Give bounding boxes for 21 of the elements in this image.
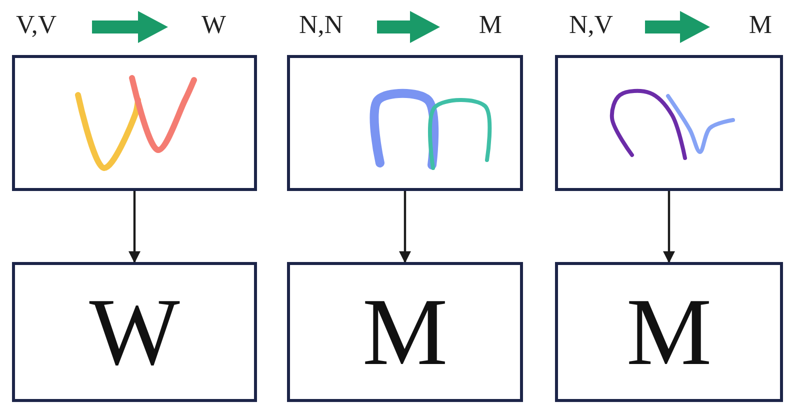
recognized-letter: M <box>626 284 712 380</box>
sketch-box <box>555 55 783 191</box>
arrow <box>663 191 675 264</box>
letter-label: N,V <box>569 8 645 42</box>
letter-label: N,N <box>299 8 377 42</box>
sketch-box <box>287 55 523 191</box>
letter-label: V,V <box>16 8 92 42</box>
transition-arrow <box>645 11 710 43</box>
sketch-box <box>12 55 257 191</box>
output-letter-box <box>555 262 783 402</box>
letter-label: M <box>710 8 772 42</box>
recognized-letter: W <box>89 284 180 380</box>
recognized-letter: M <box>362 284 448 380</box>
letter-label: W <box>168 8 226 42</box>
output-letter-box <box>287 262 523 402</box>
output-letter-box <box>12 262 257 402</box>
arrow <box>399 191 411 264</box>
arrow <box>128 191 140 264</box>
transition-arrow <box>92 11 168 43</box>
letter-label: M <box>440 8 502 42</box>
transition-arrow <box>377 11 440 43</box>
